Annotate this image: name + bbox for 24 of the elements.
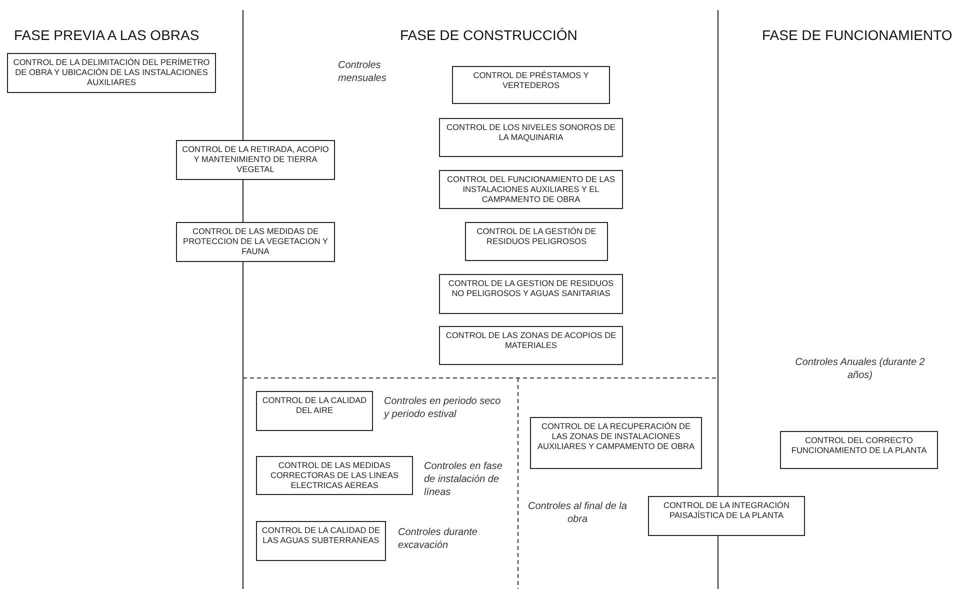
phase-heading: FASE DE FUNCIONAMIENTO <box>762 27 954 43</box>
phase-heading: FASE DE CONSTRUCCIÓN <box>400 27 578 43</box>
control-box: CONTROL DE LA CALIDAD DE LAS AGUAS SUBTERRANEAS <box>256 521 386 561</box>
control-box: CONTROL DE LAS ZONAS DE ACOPIOS DE MATERIALES <box>439 326 623 365</box>
note-text: Controles en periodo seco y periodo estival <box>384 395 502 421</box>
control-box: CONTROL DEL CORRECTO FUNCIONAMIENTO DE LA PLANTA <box>780 431 938 469</box>
note-text: Controles durante excavación <box>398 526 478 552</box>
note-text: Controles en fase de instalación de líneas <box>424 460 504 499</box>
control-box: CONTROL DE PRÉSTAMOS Y VERTEDEROS <box>452 66 610 104</box>
note-text: Controles al final de la obra <box>527 500 628 526</box>
control-box: CONTROL DE LAS MEDIDAS DE PROTECCION DE LA VEGETACION Y FAUNA <box>176 222 335 262</box>
control-box: CONTROL DE LA CALIDAD DEL AIRE <box>256 391 373 431</box>
control-box: CONTROL DE LA INTEGRACIÓN PAISAJÍSTICA DE LA PLANTA <box>648 496 805 536</box>
phase-heading: FASE PREVIA A LAS OBRAS <box>14 27 200 43</box>
control-box: CONTROL DE LA GESTIÓN DE RESIDUOS PELIGROSOS <box>465 222 608 261</box>
control-box: CONTROL DE LA GESTION DE RESIDUOS NO PELIGROSOS Y AGUAS SANITARIAS <box>439 274 623 314</box>
control-box: CONTROL DE LA DELIMITACIÓN DEL PERÍMETRO DE OBRA Y UBICACIÓN DE LAS INSTALACIONES AUXILIARES <box>7 53 216 93</box>
control-box: CONTROL DE LAS MEDIDAS CORRECTORAS DE LAS LINEAS ELECTRICAS AEREAS <box>256 456 413 495</box>
control-box: CONTROL DE LOS NIVELES SONOROS DE LA MAQUINARIA <box>439 118 623 157</box>
note-text: Controles mensuales <box>338 59 388 85</box>
control-box: CONTROL DE LA RECUPERACIÓN DE LAS ZONAS DE INSTALACIONES AUXILIARES Y CAMPAMENTO DE OBRA <box>530 417 702 469</box>
control-box: CONTROL DEL FUNCIONAMIENTO DE LAS INSTALACIONES AUXILIARES Y EL CAMPAMENTO DE OBRA <box>439 170 623 209</box>
control-box: CONTROL DE LA RETIRADA, ACOPIO Y MANTENIMIENTO DE TIERRA VEGETAL <box>176 140 335 180</box>
note-text: Controles Anuales (durante 2 años) <box>794 356 926 382</box>
